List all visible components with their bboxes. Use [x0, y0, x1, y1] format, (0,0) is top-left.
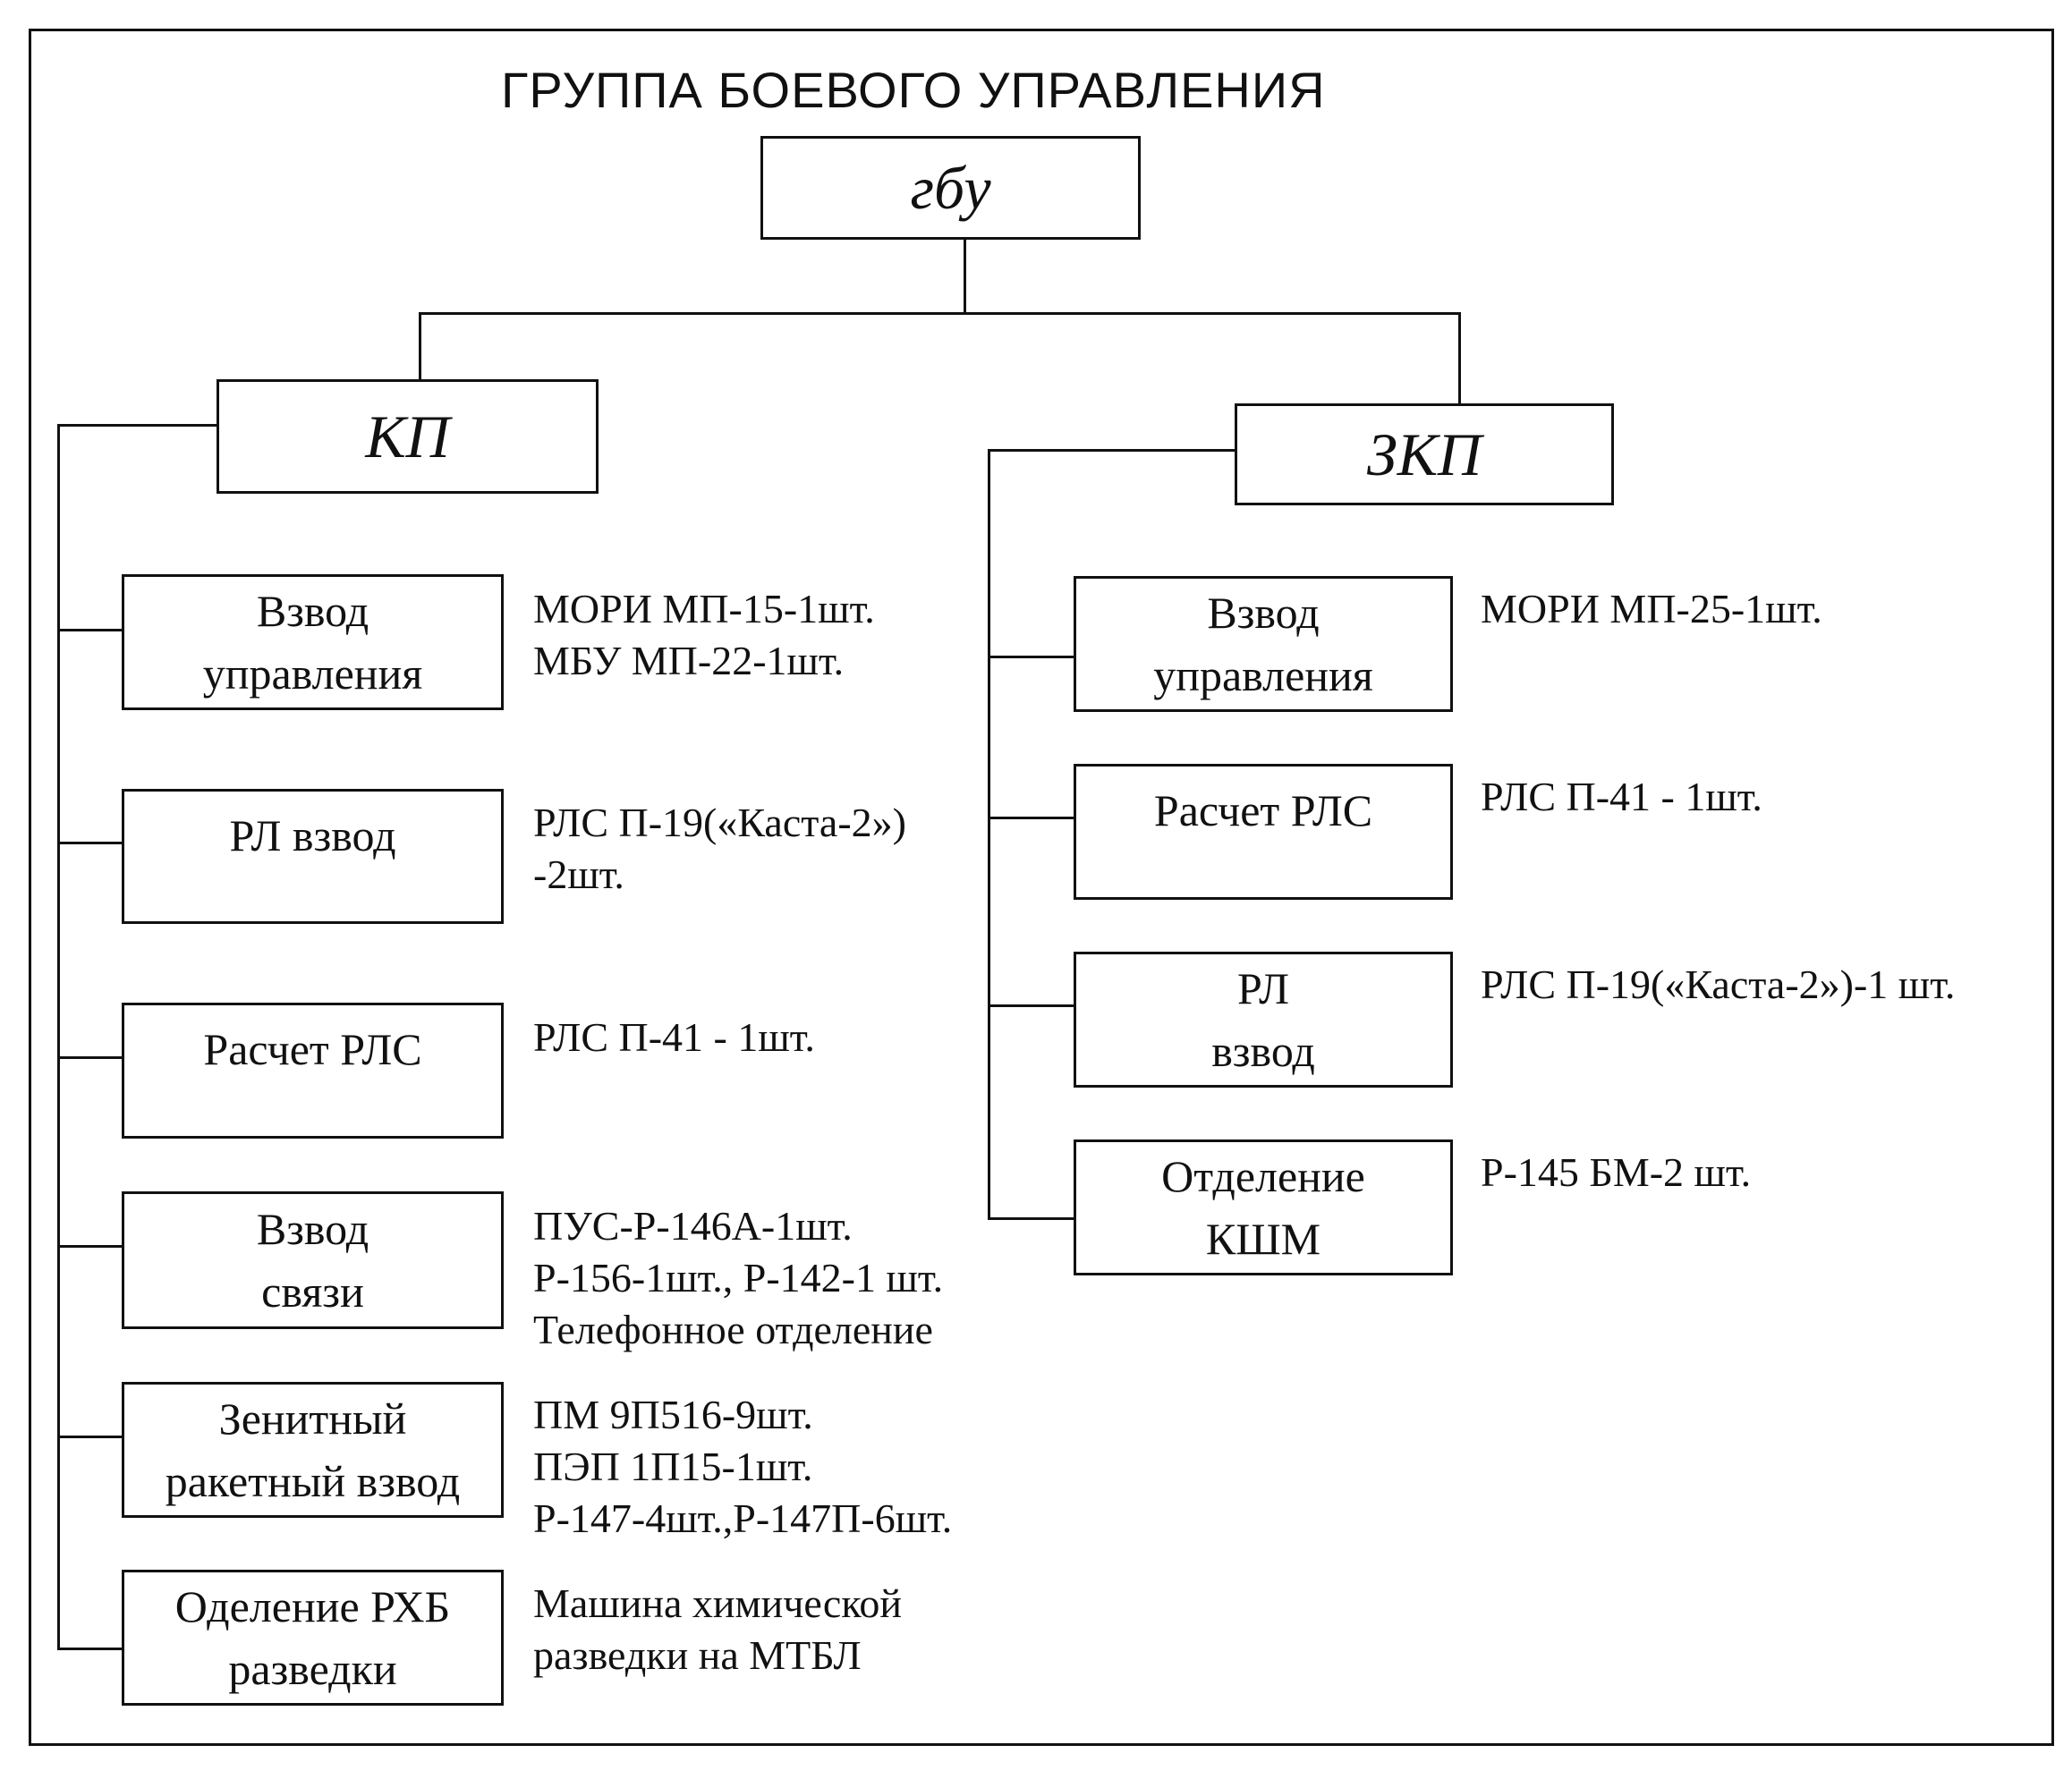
zkp-unit-radar-crew: Расчет РЛС	[1074, 764, 1453, 900]
connector-kp-bus	[57, 424, 60, 1649]
connector-zkp-unit-1	[988, 656, 1075, 658]
zkp-unit-label: РЛ взвод	[1211, 963, 1315, 1076]
zkp-unit-control-platoon: Взвод управления	[1074, 576, 1453, 712]
connector-to-kp	[419, 312, 421, 380]
root-node-gbu: гбу	[760, 136, 1141, 240]
zkp-unit-equipment: РЛС П-19(«Каста-2»)-1 шт.	[1481, 962, 1956, 1007]
connector-kp-unit-5	[57, 1436, 123, 1438]
connector-kp-unit-2	[57, 842, 123, 844]
kp-unit-cbrn-recon-section: Оделение РХБ разведки	[122, 1570, 504, 1706]
kp-unit-equipment: Машина химической разведки на МТБЛ	[533, 1580, 902, 1678]
connector-zkp-unit-2	[988, 817, 1075, 819]
zkp-unit-label: Отделение КШМ	[1161, 1151, 1365, 1264]
diagram-title: ГРУППА БОЕВОГО УПРАВЛЕНИЯ	[501, 62, 1326, 118]
zkp-unit-equipment: Р-145 БМ-2 шт.	[1481, 1149, 1752, 1195]
zkp-unit-label: Расчет РЛС	[1153, 785, 1373, 835]
connector-kp-unit-3	[57, 1056, 123, 1059]
root-node-label: гбу	[910, 154, 991, 222]
diagram-frame	[29, 29, 2054, 1746]
connector-root-branch	[419, 312, 1460, 315]
zkp-unit-equipment: РЛС П-41 - 1шт.	[1481, 774, 1762, 819]
connector-zkp-bus-top	[988, 449, 1236, 452]
node-zkp: ЗКП	[1235, 403, 1614, 505]
connector-zkp-unit-4	[988, 1217, 1075, 1220]
kp-unit-label: Взвод управления	[202, 586, 423, 699]
zkp-unit-label: Взвод управления	[1153, 588, 1373, 700]
kp-unit-label: Взвод связи	[256, 1204, 369, 1317]
kp-unit-label: Оделение РХБ разведки	[174, 1581, 451, 1694]
connector-kp-unit-1	[57, 629, 123, 631]
connector-kp-unit-6	[57, 1648, 123, 1650]
kp-unit-equipment: ПМ 9П516-9шт. ПЭП 1П15-1шт. Р-147-4шт.,Р…	[533, 1392, 953, 1541]
kp-unit-equipment: МОРИ МП-15-1шт. МБУ МП-22-1шт.	[533, 586, 875, 683]
connector-kp-bus-top	[57, 424, 218, 427]
connector-root-down	[964, 240, 966, 314]
connector-zkp-unit-3	[988, 1004, 1075, 1007]
kp-unit-radar-crew: Расчет РЛС	[122, 1003, 504, 1139]
kp-unit-equipment: РЛС П-41 - 1шт.	[533, 1014, 815, 1060]
kp-unit-label: Расчет РЛС	[203, 1024, 422, 1074]
connector-kp-unit-4	[57, 1245, 123, 1248]
kp-unit-label: Зенитный ракетный взвод	[165, 1394, 461, 1506]
node-kp: КП	[217, 379, 599, 494]
connector-to-zkp	[1458, 312, 1461, 404]
node-kp-label: КП	[365, 402, 450, 470]
zkp-unit-equipment: МОРИ МП-25-1шт.	[1481, 586, 1822, 631]
connector-zkp-bus	[988, 449, 990, 1219]
kp-unit-equipment: ПУС-Р-146А-1шт. Р-156-1шт., Р-142-1 шт. …	[533, 1203, 944, 1352]
zkp-unit-radar-platoon: РЛ взвод	[1074, 952, 1453, 1088]
kp-unit-signal-platoon: Взвод связи	[122, 1191, 504, 1329]
kp-unit-aa-missile-platoon: Зенитный ракетный взвод	[122, 1382, 504, 1518]
kp-unit-control-platoon: Взвод управления	[122, 574, 504, 710]
kp-unit-radar-platoon: РЛ взвод	[122, 789, 504, 924]
kp-unit-label: РЛ взвод	[229, 810, 396, 860]
kp-unit-equipment: РЛС П-19(«Каста-2») -2шт.	[533, 800, 906, 897]
node-zkp-label: ЗКП	[1367, 420, 1482, 488]
zkp-unit-command-vehicle-section: Отделение КШМ	[1074, 1139, 1453, 1275]
